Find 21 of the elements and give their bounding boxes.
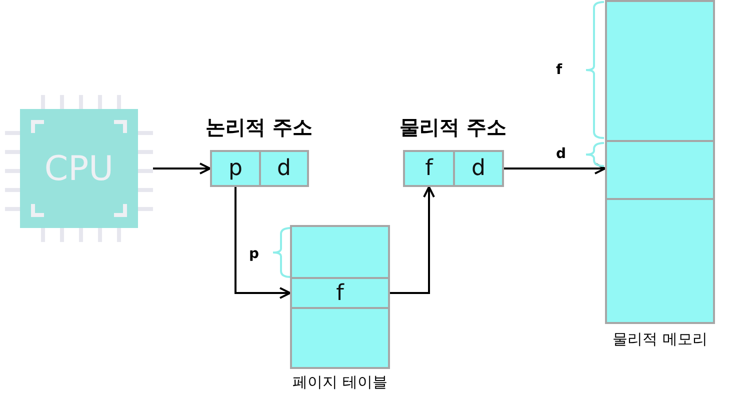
brace-label: p <box>249 246 260 262</box>
address-cell: d <box>259 150 309 187</box>
address-cell: f <box>290 277 390 309</box>
table-entry <box>290 307 390 369</box>
table-entry <box>605 140 715 200</box>
address-title: 논리적 주소 <box>204 114 314 141</box>
group-title: 페이지 테이블 <box>292 373 388 392</box>
address-cell: f <box>403 150 455 187</box>
address-cell: p <box>210 150 261 187</box>
table-entry <box>605 198 715 324</box>
table-entry <box>290 225 390 279</box>
brace-label: f <box>556 62 562 78</box>
group-title: 물리적 메모리 <box>612 330 708 349</box>
address-cell: d <box>453 150 504 187</box>
arrow <box>153 162 211 174</box>
address-title: 물리적 주소 <box>398 114 508 141</box>
arrow <box>390 186 435 294</box>
arrow <box>234 187 291 299</box>
table-entry <box>605 0 715 142</box>
arrow <box>504 162 606 174</box>
brace-label: d <box>556 146 566 162</box>
